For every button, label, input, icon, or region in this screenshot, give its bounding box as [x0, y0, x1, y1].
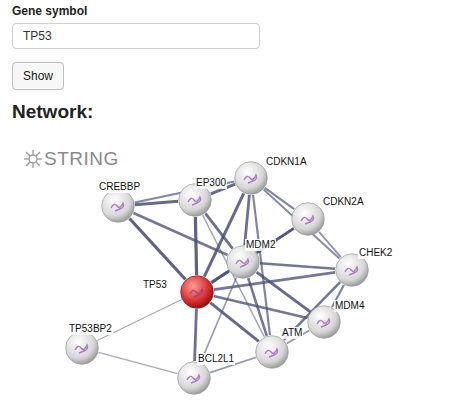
- gene-label: CDKN2A: [322, 196, 365, 208]
- protein-node: CREBBP: [101, 189, 135, 223]
- protein-structure: [111, 203, 124, 211]
- protein-structure: [244, 175, 257, 183]
- logo-spoke: [37, 158, 42, 159]
- logo-spoke: [36, 162, 40, 166]
- interaction-edge: [245, 195, 250, 245]
- gene-label: CDKN1A: [265, 156, 308, 168]
- sphere: [66, 332, 99, 365]
- protein-structure: [345, 267, 358, 275]
- sphere: [181, 276, 214, 309]
- interaction-edge: [195, 217, 196, 275]
- protein-structure: [236, 259, 249, 267]
- section-heading: Network:: [12, 101, 93, 123]
- protein-structure: [190, 289, 203, 297]
- input-field: Gene symbolTP53: [12, 4, 260, 49]
- protein-node: CHEK2: [335, 253, 369, 287]
- protein-node: ATM: [255, 335, 289, 369]
- gene-label: EP300: [195, 177, 227, 189]
- node-sphere: [65, 331, 99, 365]
- gene-label: MDM4: [334, 300, 365, 312]
- interaction-edge: [211, 271, 229, 282]
- button-label: Show: [23, 69, 53, 83]
- protein-node: TP53BP2: [65, 331, 99, 365]
- sphere: [102, 190, 135, 223]
- sphere: [178, 362, 211, 395]
- input-value: TP53: [23, 29, 52, 43]
- protein-structure: [317, 319, 330, 327]
- gene-label: CREBBP: [98, 181, 141, 193]
- protein-node: CDKN1A: [234, 161, 268, 195]
- node-sphere: [255, 335, 289, 369]
- protein-structure: [188, 197, 201, 205]
- protein-node: EP300: [178, 183, 212, 217]
- gene-label: BCL2L1: [197, 353, 235, 365]
- gene-label: TP53: [142, 279, 168, 291]
- node-sphere: [234, 161, 268, 195]
- logo-mark: [24, 150, 42, 168]
- node-sphere: [101, 189, 135, 223]
- logo-spoke: [32, 163, 33, 168]
- protein-structure: [301, 216, 314, 224]
- protein-structure: [265, 349, 278, 357]
- interaction-edge: [205, 213, 232, 248]
- show-button: Show: [12, 62, 64, 90]
- protein-structure: [75, 345, 88, 353]
- logo-spoke: [24, 158, 29, 159]
- sphere: [235, 162, 268, 195]
- protein-node: MDM2: [226, 245, 260, 279]
- sphere: [292, 203, 325, 236]
- logo-wordmark: STRING: [44, 148, 119, 170]
- logo-spoke: [26, 162, 30, 166]
- protein-structure: [187, 375, 200, 383]
- field-label: Gene symbol: [12, 4, 260, 18]
- interaction-edge: [98, 352, 177, 373]
- logo-hub: [29, 155, 37, 163]
- node-sphere: [291, 202, 325, 236]
- gene-label: ATM: [281, 327, 303, 339]
- text-input: TP53: [12, 23, 260, 49]
- sphere: [256, 336, 289, 369]
- protein-node: MDM4: [307, 305, 341, 339]
- interaction-edge: [203, 215, 265, 337]
- logo-spoke: [26, 152, 30, 156]
- interaction-edge: [260, 263, 335, 269]
- node-sphere: [180, 275, 214, 309]
- logo-spoke: [32, 150, 33, 155]
- gene-label: TP53BP2: [68, 323, 113, 335]
- gene-label: MDM2: [245, 239, 276, 251]
- interaction-edge: [265, 188, 294, 209]
- interaction-edge: [319, 232, 341, 257]
- protein-node: BCL2L1: [177, 361, 211, 395]
- gene-label: CHEK2: [358, 247, 393, 259]
- protein-node: CDKN2A: [291, 202, 325, 236]
- protein-node: TP53: [180, 275, 214, 309]
- interaction-edge: [130, 219, 186, 280]
- interaction-edge: [134, 213, 228, 255]
- logo-spoke: [36, 152, 40, 156]
- node-sphere: [177, 361, 211, 395]
